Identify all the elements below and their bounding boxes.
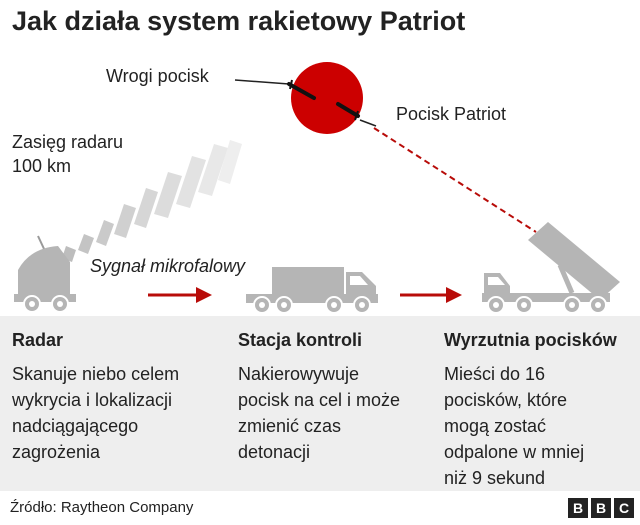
control-station-truck-icon bbox=[246, 267, 378, 314]
stage-control-station: Stacja kontroli Nakierowywuje pocisk na … bbox=[238, 330, 400, 465]
flow-arrow-2 bbox=[400, 287, 462, 303]
interception-circle bbox=[291, 62, 363, 134]
stage-description: Nakierowywuje pocisk na cel i może zmien… bbox=[238, 364, 401, 462]
microwave-signal-label: Sygnał mikrofalowy bbox=[90, 256, 246, 276]
patriot-missile-icon bbox=[336, 102, 360, 121]
logo-letter: C bbox=[614, 498, 634, 518]
stage-description: Skanuje niebo celem wykrycia i lokalizac… bbox=[12, 364, 180, 462]
radar-beam bbox=[62, 140, 242, 262]
stages-panel: Radar Skanuje niebo celem wykrycia i lok… bbox=[0, 316, 640, 491]
flow-arrow-1 bbox=[148, 287, 212, 303]
enemy-missile-pointer bbox=[234, 79, 290, 85]
diagram-scene bbox=[14, 62, 620, 314]
radar-range-label-line2: 100 km bbox=[12, 156, 72, 176]
patriot-missile-label: Pocisk Patriot bbox=[396, 104, 507, 124]
radar-range-label-line1: Zasięg radaru bbox=[12, 132, 124, 152]
logo-letter: B bbox=[568, 498, 588, 518]
missile-trajectory bbox=[373, 127, 537, 233]
logo-letter: B bbox=[591, 498, 611, 518]
stage-description: Mieści do 16 pocisków, które mogą zostać… bbox=[444, 364, 585, 488]
enemy-missile-icon bbox=[287, 79, 316, 100]
stage-radar: Radar Skanuje niebo celem wykrycia i lok… bbox=[12, 330, 179, 465]
bbc-logo: B B C bbox=[568, 498, 634, 518]
stage-launcher: Wyrzutnia pocisków Mieści do 16 pocisków… bbox=[444, 330, 617, 491]
page-title: Jak działa system rakietowy Patriot bbox=[12, 6, 466, 36]
enemy-missile-label: Wrogi pocisk bbox=[106, 66, 209, 86]
stage-heading: Stacja kontroli bbox=[238, 330, 363, 350]
source-credit: Źródło: Raytheon Company bbox=[10, 499, 194, 516]
radar-vehicle-icon bbox=[14, 235, 76, 313]
launcher-truck-icon bbox=[482, 222, 620, 314]
stage-heading: Wyrzutnia pocisków bbox=[444, 330, 617, 350]
patriot-missile-pointer bbox=[359, 119, 377, 127]
stage-heading: Radar bbox=[12, 330, 64, 350]
